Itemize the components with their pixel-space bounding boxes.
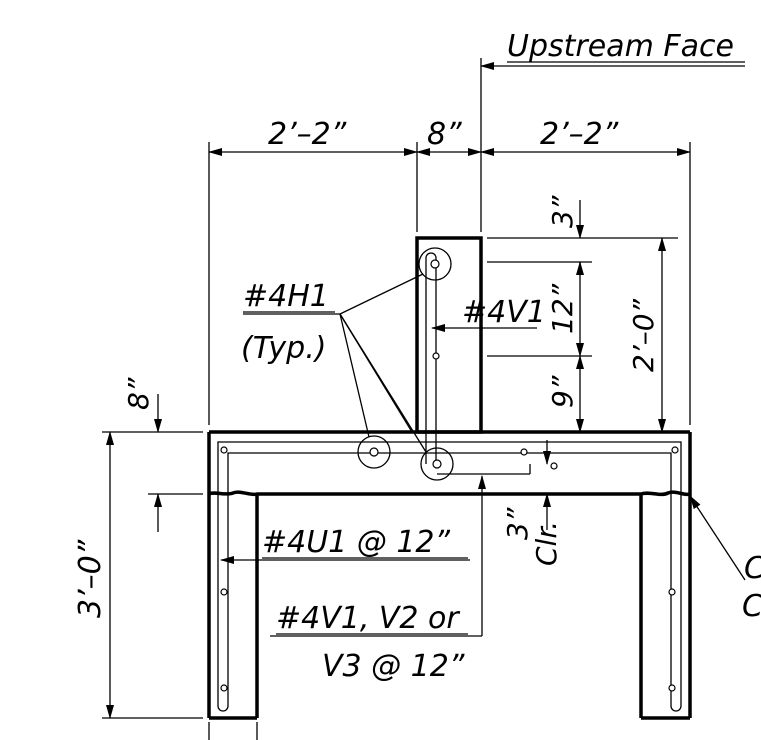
slab-underside-rough xyxy=(208,490,691,497)
dim-9in-label: 9” xyxy=(546,375,579,408)
u-bar-right-end xyxy=(670,705,682,712)
dim-right-top-label: 2’–2” xyxy=(540,117,619,152)
h1-bar xyxy=(432,459,442,469)
h1-leader-4 xyxy=(339,313,413,433)
u1-label: #4U1 @ 12” xyxy=(262,525,451,560)
h1-leader-2 xyxy=(339,313,370,438)
long-bar xyxy=(432,352,440,360)
dim-left-top-label: 2’–2” xyxy=(268,117,347,152)
cut-edge-label-2: C xyxy=(742,589,761,624)
h1-typ-label: (Typ.) xyxy=(241,331,326,366)
dim-3in-clr-label: 3” xyxy=(501,507,534,540)
h1-bar-circle xyxy=(420,447,454,481)
h1-label: #4H1 xyxy=(243,279,329,314)
long-bar xyxy=(520,448,528,456)
dim-8in-left-label: 8” xyxy=(122,377,155,410)
h1-bar-circle xyxy=(418,247,452,281)
stem-bar-top xyxy=(425,252,437,259)
concrete-outline xyxy=(207,236,692,740)
long-bar xyxy=(671,446,679,454)
h1-bar xyxy=(430,259,440,269)
long-bar xyxy=(220,446,228,454)
dim-2ft-label: 2’–0” xyxy=(627,298,660,372)
long-bar xyxy=(668,684,676,692)
dim-3ft-label: 3’–0” xyxy=(73,539,108,618)
v-multi-label-2: V3 @ 12” xyxy=(322,649,465,684)
h1-leader-1 xyxy=(339,273,424,315)
labels: Upstream Face 2’–2” 8” 2’–2” 3” 12” 9” 2… xyxy=(73,29,761,684)
upstream-face-label: Upstream Face xyxy=(507,29,734,64)
h1-bar-circle xyxy=(357,435,391,469)
u-bar-inner xyxy=(227,452,672,706)
label-underlines xyxy=(243,311,468,635)
dim-3in-top-label: 3” xyxy=(546,195,579,228)
long-bar xyxy=(550,462,558,470)
u-bar-left-end xyxy=(217,705,229,712)
cut-edge-label-1: C xyxy=(744,551,761,586)
dim-12in-label: 12” xyxy=(546,283,579,334)
stem-bar-v1 xyxy=(425,258,437,464)
long-bar xyxy=(220,684,228,692)
dimensions xyxy=(102,58,745,719)
leaders xyxy=(220,273,746,637)
u-bar-outer xyxy=(217,441,682,706)
long-bar xyxy=(668,588,676,596)
long-bar xyxy=(220,588,228,596)
h1-bar xyxy=(369,447,379,457)
v1-label: #4V1 xyxy=(462,295,546,330)
reinforcement xyxy=(217,247,682,712)
cut-leader xyxy=(689,495,746,581)
v-multi-label-1: #4V1, V2 or xyxy=(276,601,460,636)
clr-label: Clr. xyxy=(530,521,563,566)
dim-stem-top-label: 8” xyxy=(427,117,462,152)
